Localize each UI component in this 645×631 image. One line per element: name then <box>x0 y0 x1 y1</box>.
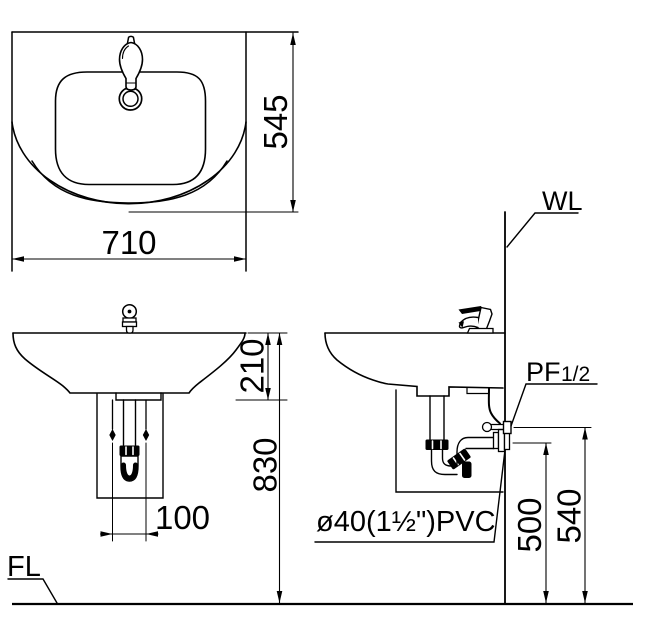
pvc-pipe-label: ø40(1½")PVC <box>316 506 496 538</box>
faucet-front-stem <box>125 325 134 334</box>
dim-500-arrow-top <box>543 443 549 455</box>
width-arrow-right <box>234 256 246 262</box>
faucet-front-icon <box>121 303 138 334</box>
side-trap-nut <box>425 439 449 450</box>
waste-flange-rib-1 <box>492 431 500 450</box>
pf-label-size: 1/2 <box>561 363 590 386</box>
dim-830-arrow-top <box>276 333 283 345</box>
front-supply-right-valve <box>142 429 150 441</box>
front-trap-bottom <box>121 462 138 481</box>
front-drain-boss <box>115 392 162 401</box>
side-bracket <box>395 389 504 493</box>
dim-100-arrow-left <box>100 531 113 537</box>
faucet-side-lever <box>458 306 484 314</box>
faucet-plan-icon <box>118 35 144 91</box>
side-supply-nipple <box>490 423 505 431</box>
front-supply-spacing-dim: 100 <box>155 499 210 536</box>
front-install-height-dim: 830 <box>246 437 283 492</box>
depth-arrow-top <box>290 33 296 45</box>
top-view-depth-dim: 545 <box>257 94 294 149</box>
faucet-plan-highlight <box>121 45 130 60</box>
front-view <box>7 303 288 604</box>
floor-leader <box>7 578 58 604</box>
basin-inner-bowl <box>54 71 207 186</box>
top-view-width-dim: 710 <box>101 224 156 261</box>
side-sink-outline <box>324 332 504 397</box>
basin-inner-rim-arc <box>31 160 228 204</box>
faucet-front-collar-2 <box>121 321 138 328</box>
basin-outer-rim-arc <box>11 121 247 205</box>
side-angled-nut-body <box>447 448 471 470</box>
side-supply-elbow <box>481 421 493 433</box>
faucet-side-spout-tip <box>458 321 464 328</box>
drain-height-dim: 500 <box>511 497 548 552</box>
wall-line-label: WL <box>542 186 583 216</box>
pf-label-main: PF <box>526 357 561 387</box>
top-view <box>11 31 299 272</box>
front-trap-nut <box>119 445 140 456</box>
side-view <box>314 211 598 604</box>
front-basin-height-dim: 210 <box>233 338 270 393</box>
front-trap-nut-ribs <box>125 446 134 456</box>
supply-height-dim: 540 <box>550 488 587 543</box>
faucet-plan-body <box>118 41 144 91</box>
wall-leader <box>506 212 579 248</box>
side-supply-pipe <box>487 387 501 425</box>
faucet-side-base <box>466 327 494 334</box>
faucet-side-icon <box>458 306 494 334</box>
side-sink-supply-notch <box>466 387 490 395</box>
dim-540-arrow-bottom <box>582 591 588 603</box>
front-supply-left-valve <box>109 429 116 441</box>
faucet-side-spout <box>458 316 479 329</box>
side-cleanout-cap <box>462 461 472 478</box>
side-trap-nut-ribs <box>431 440 442 450</box>
floor-label: FL <box>7 551 41 583</box>
dim-210-arrow-top <box>265 333 271 345</box>
drain-hole-inner <box>122 90 139 108</box>
dim-500-arrow-bottom <box>543 591 549 603</box>
dim-210-arrow-bottom <box>265 388 271 400</box>
waste-flange-rib-3 <box>503 430 511 451</box>
side-waste-arm-top <box>456 436 495 467</box>
width-arrow-left <box>12 256 24 262</box>
faucet-plan-knob <box>126 35 136 44</box>
pf-wall-fitting <box>502 420 512 435</box>
side-trap-elbow-outer <box>430 449 458 476</box>
dim-830-arrow-bottom <box>276 591 283 603</box>
dim-100-arrow-right <box>146 531 158 537</box>
faucet-front-knob-dot <box>127 309 132 314</box>
dim-540-arrow-top <box>582 427 588 440</box>
front-sink-outline <box>12 332 246 394</box>
pf-leader <box>510 383 598 427</box>
depth-arrow-bottom <box>290 200 296 212</box>
front-bracket <box>96 393 164 499</box>
pvc-leader <box>314 449 506 543</box>
